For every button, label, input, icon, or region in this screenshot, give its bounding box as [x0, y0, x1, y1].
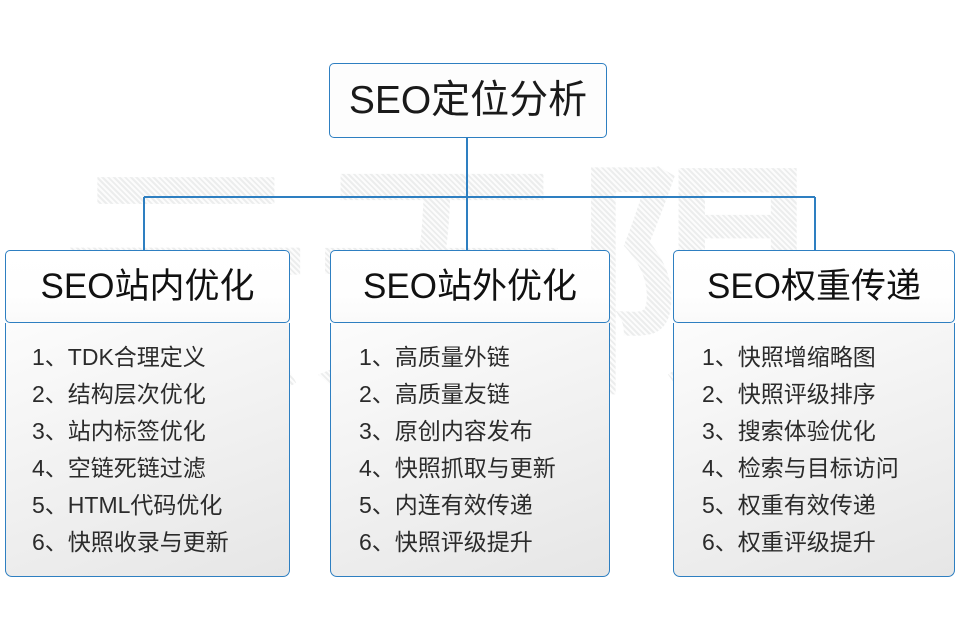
root-node[interactable]: SEO定位分析 [329, 63, 607, 138]
list-item[interactable]: 4、检索与目标访问 [702, 455, 899, 481]
list-item[interactable]: 3、站内标签优化 [32, 418, 206, 444]
list-item[interactable]: 3、原创内容发布 [359, 418, 533, 444]
branch-column-1: SEO站内优化 1、TDK合理定义 2、结构层次优化 3、站内标签优化 4、空链… [5, 250, 290, 577]
list-item[interactable]: 5、权重有效传递 [702, 492, 876, 518]
branch-header-3[interactable]: SEO权重传递 [673, 250, 955, 323]
root-node-label: SEO定位分析 [348, 79, 588, 122]
list-item[interactable]: 3、搜索体验优化 [702, 418, 876, 444]
list-item[interactable]: 2、结构层次优化 [32, 381, 206, 407]
branch-header-label-3: SEO权重传递 [707, 267, 921, 306]
branch-column-2: SEO站外优化 1、高质量外链 2、高质量友链 3、原创内容发布 4、快照抓取与… [330, 250, 610, 577]
branch-header-1[interactable]: SEO站内优化 [5, 250, 290, 323]
list-item[interactable]: 1、TDK合理定义 [32, 344, 206, 370]
branch-body-2: 1、高质量外链 2、高质量友链 3、原创内容发布 4、快照抓取与更新 5、内连有… [330, 323, 610, 577]
list-item[interactable]: 4、空链死链过滤 [32, 455, 206, 481]
list-item[interactable]: 2、快照评级排序 [702, 381, 876, 407]
list-item[interactable]: 6、快照收录与更新 [32, 529, 229, 555]
list-item[interactable]: 1、快照增缩略图 [702, 344, 876, 370]
list-item[interactable]: 6、权重评级提升 [702, 529, 876, 555]
branch-body-1: 1、TDK合理定义 2、结构层次优化 3、站内标签优化 4、空链死链过滤 5、H… [5, 323, 290, 577]
list-item[interactable]: 1、高质量外链 [359, 344, 510, 370]
list-item[interactable]: 4、快照抓取与更新 [359, 455, 556, 481]
branch-body-3: 1、快照增缩略图 2、快照评级排序 3、搜索体验优化 4、检索与目标访问 5、权… [673, 323, 955, 577]
branch-header-label-1: SEO站内优化 [40, 267, 255, 306]
list-item[interactable]: 5、HTML代码优化 [32, 492, 223, 518]
list-item[interactable]: 2、高质量友链 [359, 381, 510, 407]
branch-column-3: SEO权重传递 1、快照增缩略图 2、快照评级排序 3、搜索体验优化 4、检索与… [673, 250, 955, 577]
list-item[interactable]: 5、内连有效传递 [359, 492, 533, 518]
list-item[interactable]: 6、快照评级提升 [359, 529, 533, 555]
branch-header-label-2: SEO站外优化 [363, 267, 577, 306]
branch-header-2[interactable]: SEO站外优化 [330, 250, 610, 323]
